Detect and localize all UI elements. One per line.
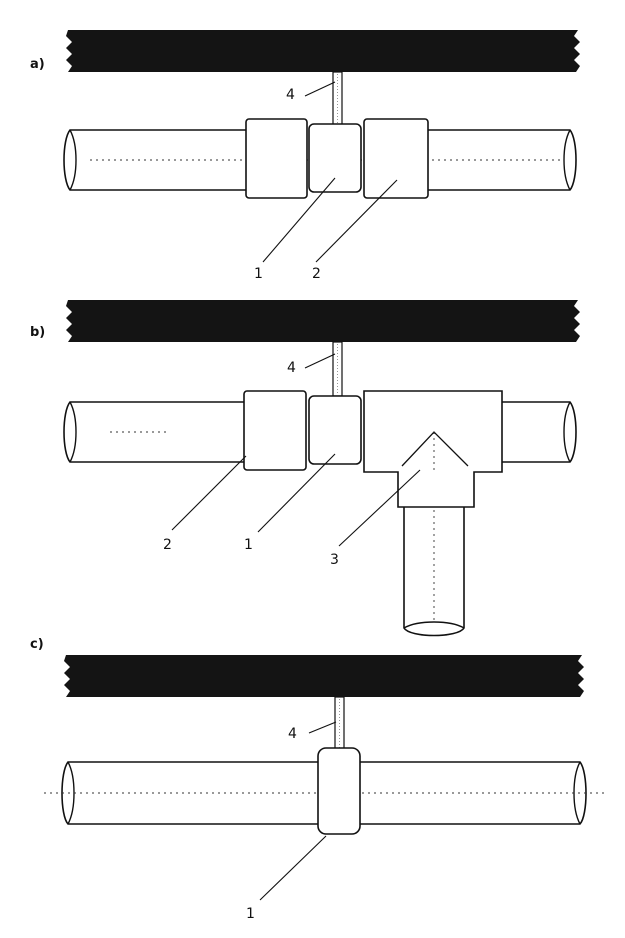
pipe-right: [500, 401, 577, 463]
ceiling-slab: [66, 30, 580, 72]
part-number-1: 1: [254, 266, 263, 282]
pipe-clamp: [308, 395, 362, 465]
ceiling-slab: [66, 300, 580, 342]
pipe-left: [63, 129, 246, 191]
panel-c: c) 4 1: [30, 637, 604, 922]
part-number-2: 2: [163, 537, 172, 553]
pipe-left: [63, 401, 246, 463]
pipe-right: [428, 129, 577, 191]
coupling-right: [363, 118, 429, 199]
coupling-left: [245, 118, 308, 199]
panel-c-label: c): [30, 637, 44, 652]
tee-fitting: [363, 390, 503, 508]
part-number-1: 1: [246, 906, 255, 922]
pipe-clamp: [317, 747, 361, 835]
panel-b-label: b): [30, 325, 45, 340]
part-number-4: 4: [288, 726, 297, 742]
part-number-4: 4: [286, 87, 295, 103]
part-number-1: 1: [244, 537, 253, 553]
pipe-clamp: [308, 123, 362, 193]
panel-b: b) 4 2 1 3: [30, 300, 580, 637]
part-number-2: 2: [312, 266, 321, 282]
part-number-3: 3: [330, 552, 339, 568]
panel-a: a) 4 1 2: [30, 30, 580, 282]
ceiling-slab: [64, 655, 584, 697]
part-number-4: 4: [287, 360, 296, 376]
panel-a-label: a): [30, 57, 45, 72]
coupling: [243, 390, 307, 471]
